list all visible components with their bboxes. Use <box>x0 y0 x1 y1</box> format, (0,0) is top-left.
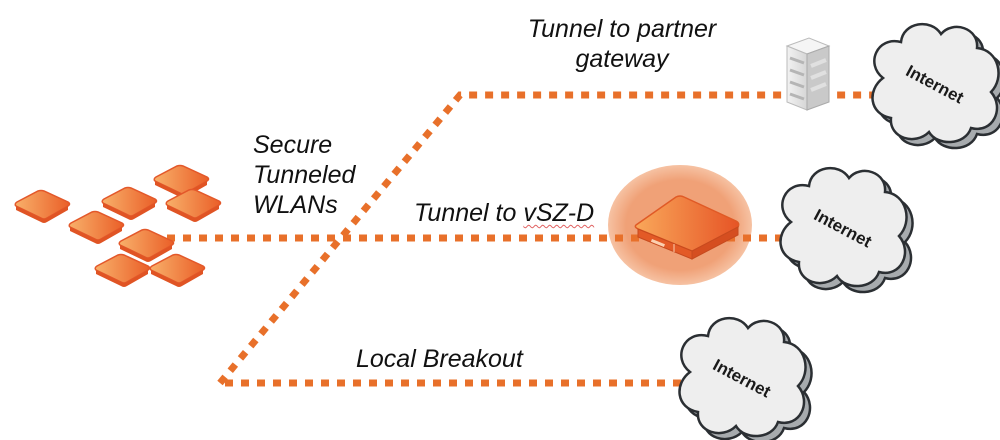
label-local-breakout: Local Breakout <box>356 345 523 373</box>
internet-cloud-icon: Internet <box>678 316 813 440</box>
access-point-icon <box>14 189 71 223</box>
label-secure-line2: Tunneled <box>253 161 356 189</box>
label-tunnel-vsz-d: Tunnel to vSZ-D <box>414 198 594 228</box>
internet-cloud-icon: Internet <box>871 22 1000 150</box>
path-partner-gateway <box>217 91 880 386</box>
label-tunnel-partner-gateway: Tunnel to partner gateway <box>522 14 722 74</box>
access-point-icon <box>149 253 206 287</box>
access-point-icon <box>101 186 158 220</box>
access-point-icon <box>118 228 175 262</box>
access-point-icon <box>165 188 222 222</box>
label-secure-tunneled-wlans: Secure Tunneled WLANs <box>253 130 355 220</box>
vsz-d-appliance-icon <box>634 195 740 260</box>
label-secure-line1: Secure <box>253 131 333 159</box>
label-partner-line2: gateway <box>575 45 669 73</box>
access-point-cluster <box>14 164 222 287</box>
label-secure-line3: WLANs <box>253 191 338 219</box>
label-vsz-prefix: Tunnel to <box>414 199 524 227</box>
label-vsz-name: vSZ-D <box>523 199 595 227</box>
access-point-icon <box>94 253 151 287</box>
partner-gateway-server-icon <box>785 37 831 111</box>
tunnel-paths <box>135 91 880 387</box>
access-point-icon <box>68 210 125 244</box>
internet-cloud-icon: Internet <box>779 166 914 294</box>
label-partner-line1: Tunnel to partner <box>527 15 717 43</box>
